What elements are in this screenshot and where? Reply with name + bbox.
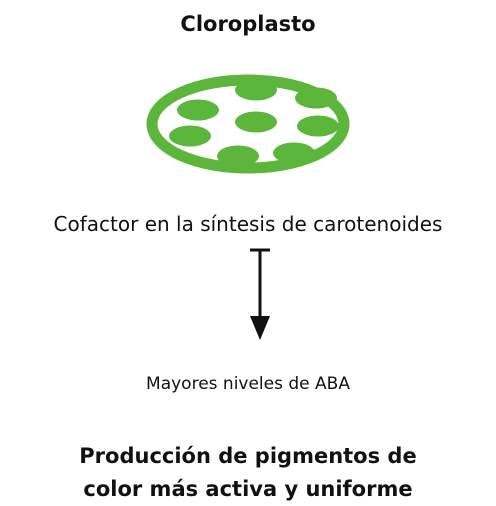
cofactor-label: Cofactor en la síntesis de carotenoides (53, 212, 443, 236)
chloroplast-icon (146, 74, 350, 174)
thylakoid (295, 87, 337, 109)
thylakoid (169, 125, 211, 147)
result-line-1: Producción de pigmentos de (79, 444, 417, 468)
thylakoid (217, 145, 259, 167)
chloroplast-membrane (146, 74, 350, 174)
result-label: Producción de pigmentos de color más act… (0, 440, 496, 506)
arrow-head (250, 316, 270, 340)
down-arrow-icon (250, 248, 270, 340)
thylakoid (177, 99, 219, 121)
thylakoid (297, 115, 339, 137)
thylakoid (273, 142, 315, 164)
chloroplast-title: Cloroplasto (180, 12, 316, 36)
thylakoid (235, 79, 277, 101)
aba-label: Mayores niveles de ABA (146, 374, 350, 394)
result-line-2: color más activa y uniforme (83, 477, 413, 501)
thylakoid (235, 111, 277, 133)
